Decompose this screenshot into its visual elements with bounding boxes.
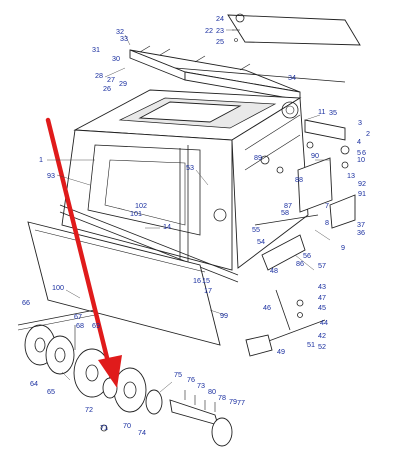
- label-14: 14: [163, 222, 171, 231]
- label-58: 58: [281, 208, 289, 217]
- label-24: 24: [216, 14, 224, 23]
- label-69: 69: [92, 321, 100, 330]
- label-73: 73: [197, 381, 205, 390]
- label-99: 99: [220, 311, 228, 320]
- label-2: 2: [366, 129, 370, 138]
- label-92: 92: [358, 179, 366, 188]
- label-34: 34: [288, 73, 296, 82]
- label-87: 87: [284, 201, 292, 210]
- label-70: 70: [123, 421, 131, 430]
- label-54: 54: [257, 237, 265, 246]
- label-27: 27: [107, 75, 115, 84]
- front-cover-plate: [27, 221, 221, 346]
- access-plate: [227, 13, 361, 46]
- label-7: 7: [325, 201, 329, 210]
- label-78: 78: [218, 393, 226, 402]
- label-9: 9: [341, 243, 345, 252]
- label-29: 29: [119, 79, 127, 88]
- label-76: 76: [187, 375, 195, 384]
- label-43: 43: [318, 282, 326, 291]
- label-32: 32: [116, 27, 124, 36]
- label-80: 80: [208, 387, 216, 396]
- red-pointer-arrow: [45, 117, 122, 388]
- label-91: 91: [358, 189, 366, 198]
- label-30: 30: [112, 54, 120, 63]
- label-3: 3: [358, 118, 362, 127]
- label-66: 66: [22, 298, 30, 307]
- label-25: 25: [216, 37, 224, 46]
- label-74: 74: [138, 428, 146, 437]
- label-90: 90: [311, 151, 319, 160]
- label-101: 101: [130, 209, 142, 218]
- label-51: 51: [307, 340, 315, 349]
- hub-assembly: [17, 309, 233, 447]
- label-56: 56: [303, 251, 311, 260]
- label-71: 71: [100, 423, 108, 432]
- label-64: 64: [30, 379, 38, 388]
- label-10: 10: [357, 155, 365, 164]
- leader-lines: [47, 29, 331, 393]
- part-labels: 32 33 31 30 28 27 29 26 24 22 23 25 34 1…: [22, 14, 370, 437]
- label-72: 72: [85, 405, 93, 414]
- label-88: 88: [295, 175, 303, 184]
- label-65: 65: [47, 387, 55, 396]
- label-100: 100: [52, 283, 64, 292]
- label-17: 17: [204, 286, 212, 295]
- label-49: 49: [277, 347, 285, 356]
- label-68: 68: [76, 321, 84, 330]
- label-28: 28: [95, 71, 103, 80]
- label-47: 47: [318, 293, 326, 302]
- label-75: 75: [174, 370, 182, 379]
- label-11: 11: [318, 107, 325, 116]
- label-36: 36: [357, 228, 365, 237]
- right-brackets: [245, 119, 356, 357]
- label-45: 45: [318, 303, 326, 312]
- label-15: 15: [202, 276, 210, 285]
- label-8: 8: [325, 218, 329, 227]
- label-55: 55: [252, 225, 260, 234]
- label-93: 93: [47, 171, 55, 180]
- label-52: 52: [318, 342, 326, 351]
- label-13: 13: [347, 171, 355, 180]
- label-16: 16: [193, 276, 201, 285]
- label-33: 33: [120, 34, 128, 43]
- label-1: 1: [39, 155, 43, 164]
- label-53: 53: [186, 163, 194, 172]
- main-housing: [59, 89, 309, 283]
- label-86: 86: [296, 259, 304, 268]
- label-37: 37: [357, 220, 365, 229]
- label-31: 31: [92, 45, 100, 54]
- label-102: 102: [135, 201, 147, 210]
- label-77: 77: [237, 398, 245, 407]
- label-44: 44: [320, 318, 328, 327]
- label-6: 6: [362, 148, 366, 157]
- label-23: 23: [216, 26, 224, 35]
- label-48: 48: [270, 266, 278, 275]
- label-79: 79: [229, 397, 237, 406]
- label-4: 4: [357, 137, 361, 146]
- label-5: 5: [357, 148, 361, 157]
- label-35: 35: [329, 108, 337, 117]
- label-46: 46: [263, 303, 271, 312]
- label-57: 57: [318, 261, 326, 270]
- label-67: 67: [74, 312, 82, 321]
- label-22: 22: [205, 26, 213, 35]
- label-89: 89: [254, 153, 262, 162]
- label-26: 26: [103, 84, 111, 93]
- label-42: 42: [318, 331, 326, 340]
- rod: [174, 67, 346, 83]
